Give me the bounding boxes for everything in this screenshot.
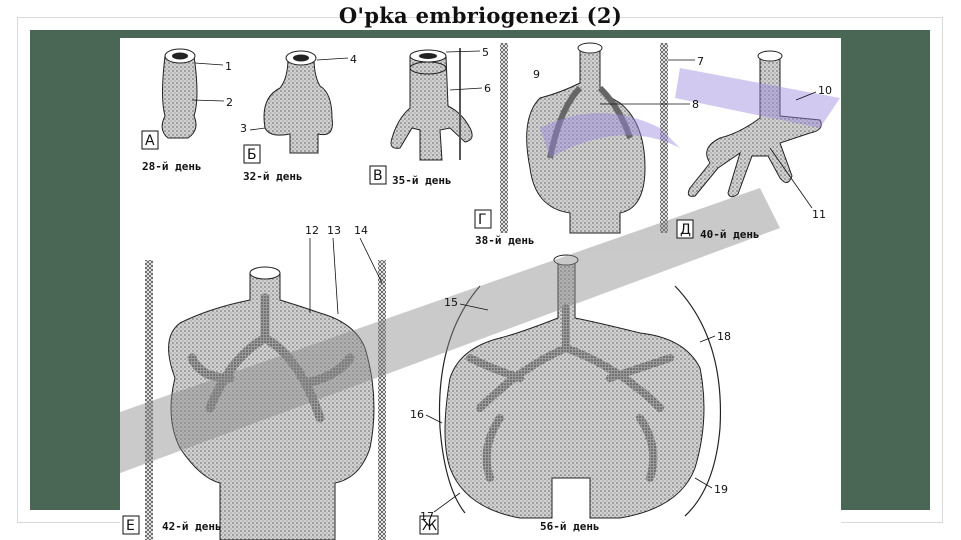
- watermark: [120, 68, 840, 474]
- stage-zh-drawing: [438, 254, 722, 519]
- callout-numbers: 1 2 3 4 5 6 7 8 9 10 11 12 13 14: [191, 46, 832, 523]
- stage-c-drawing: [390, 48, 473, 161]
- stage-a-day: 28-й день: [142, 160, 202, 173]
- stage-d-letter: Д: [680, 222, 691, 238]
- callout-15: 15: [444, 296, 458, 309]
- callout-4: 4: [350, 53, 357, 66]
- stage-g-drawing: [500, 42, 668, 234]
- callout-1: 1: [225, 60, 232, 73]
- callout-7: 7: [697, 55, 704, 68]
- stage-d-day: 40-й день: [700, 228, 760, 241]
- callout-10: 10: [818, 84, 832, 97]
- stage-c-day: 35-й день: [392, 174, 452, 187]
- callout-17: 17: [420, 510, 434, 523]
- stage-a-drawing: [161, 48, 198, 139]
- embryology-figure: А 28-й день Б 32-й день В 35-й день Г 38…: [120, 38, 841, 540]
- stage-b-letter: Б: [247, 147, 257, 163]
- stage-b-day: 32-й день: [243, 170, 303, 183]
- callout-11: 11: [812, 208, 826, 221]
- stage-e-drawing: [145, 260, 386, 540]
- stage-c-letter: В: [373, 168, 383, 184]
- callout-5: 5: [482, 46, 489, 59]
- stage-labels: А 28-й день Б 32-й день В 35-й день Г 38…: [122, 130, 760, 535]
- stage-g-letter: Г: [478, 212, 487, 228]
- callout-8: 8: [692, 98, 699, 111]
- callout-16: 16: [410, 408, 424, 421]
- slide-title: O'pka embriogenezi (2): [338, 3, 623, 28]
- callout-2: 2: [226, 96, 233, 109]
- callout-6: 6: [484, 82, 491, 95]
- stage-d-drawing: [687, 50, 822, 198]
- callout-19: 19: [714, 483, 728, 496]
- callout-12: 12: [305, 224, 319, 237]
- stage-e-day: 42-й день: [162, 520, 222, 533]
- callout-13: 13: [327, 224, 341, 237]
- stage-zh-day: 56-й день: [540, 520, 600, 533]
- callout-9: 9: [533, 68, 540, 81]
- callout-3: 3: [240, 122, 247, 135]
- stage-b-drawing: [263, 50, 333, 154]
- stage-zh-letter: Ж: [422, 518, 437, 534]
- stage-e-letter: Е: [126, 518, 135, 534]
- lung-development-diagram: А 28-й день Б 32-й день В 35-й день Г 38…: [120, 42, 840, 540]
- stage-a-letter: А: [145, 133, 155, 149]
- callout-14: 14: [354, 224, 368, 237]
- stage-g-day: 38-й день: [475, 234, 535, 247]
- callout-18: 18: [717, 330, 731, 343]
